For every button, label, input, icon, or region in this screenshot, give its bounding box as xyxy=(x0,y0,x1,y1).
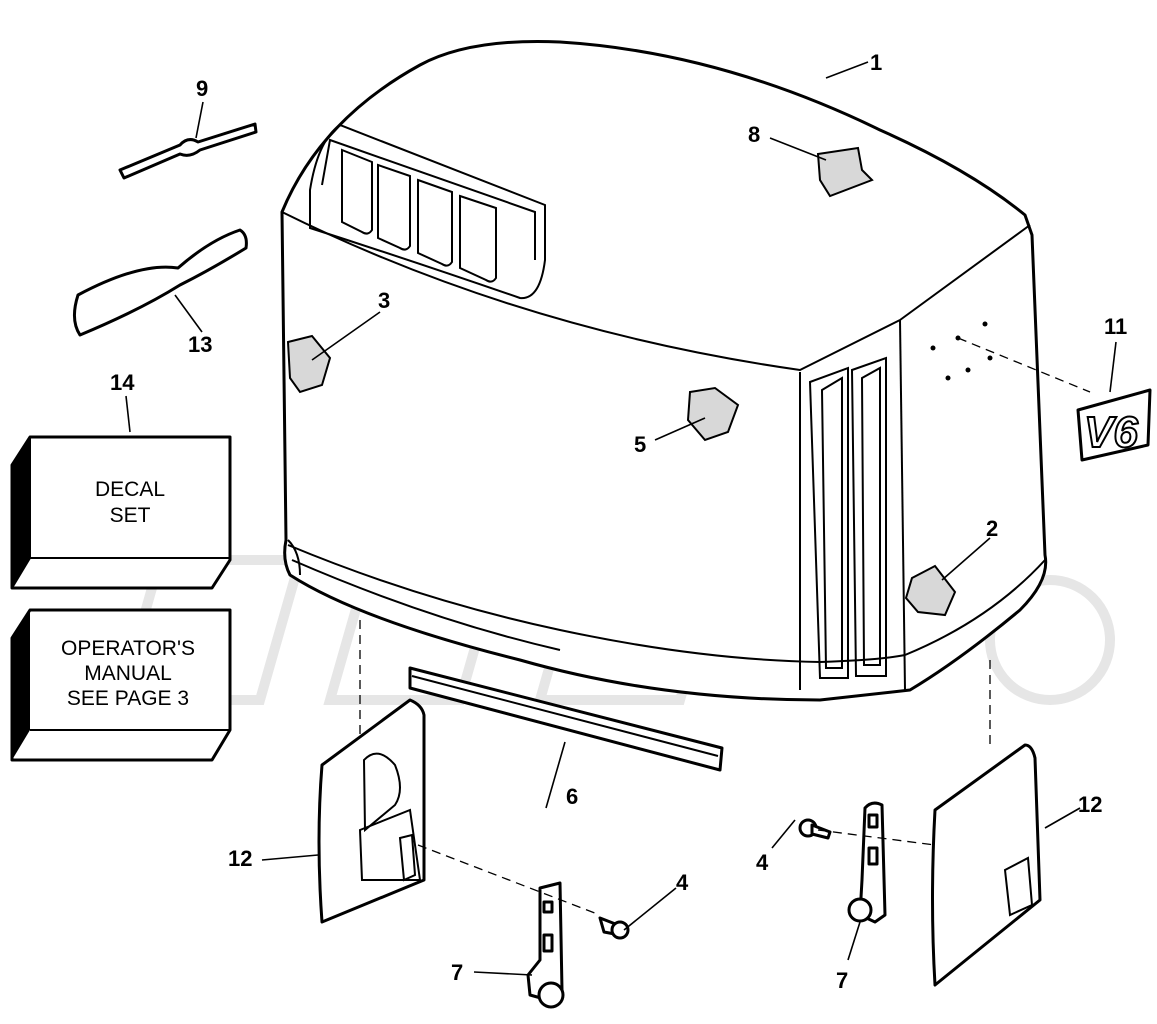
side-panel-12-right xyxy=(931,743,1042,987)
latch-7-left xyxy=(526,881,565,1009)
v6-emblem: V6 xyxy=(1076,388,1152,462)
leader-lines xyxy=(125,61,1117,976)
callout-11: 11 xyxy=(1104,314,1127,339)
callout-1: 1 xyxy=(870,50,882,75)
seal-strip-6 xyxy=(408,666,724,772)
svg-text:SEE PAGE 3: SEE PAGE 3 xyxy=(67,687,189,710)
screw-4-right xyxy=(798,818,832,840)
callout-2: 2 xyxy=(986,516,998,541)
assembly-lines xyxy=(359,337,1091,916)
svg-text:MANUAL: MANUAL xyxy=(84,662,172,685)
strip-9 xyxy=(118,122,258,180)
decal-2 xyxy=(904,564,957,617)
callout-9: 9 xyxy=(196,76,208,101)
callout-7-right: 7 xyxy=(836,968,848,993)
engine-cover xyxy=(280,40,1048,702)
callout-numbers: 1 2 3 4 4 5 6 7 7 8 9 11 12 12 13 14 xyxy=(110,50,1127,993)
callout-8: 8 xyxy=(748,122,760,147)
callout-6: 6 xyxy=(566,784,578,809)
callout-3: 3 xyxy=(378,288,390,313)
latch-7-right xyxy=(847,801,887,924)
top-vent-slots xyxy=(341,148,497,283)
svg-text:DECAL: DECAL xyxy=(95,478,165,501)
decal-8 xyxy=(816,146,874,198)
plate-13 xyxy=(73,228,248,337)
operators-manual-box: OPERATOR'S MANUAL SEE PAGE 3 xyxy=(10,608,232,762)
decal-3 xyxy=(286,334,332,394)
callout-12-left: 12 xyxy=(228,846,252,871)
callout-13: 13 xyxy=(188,332,212,357)
side-panel-12-left xyxy=(317,698,426,924)
callout-5: 5 xyxy=(634,432,646,457)
emblem-holes xyxy=(930,321,993,381)
decal-set-box: DECAL SET xyxy=(10,435,232,590)
screw-4-left xyxy=(598,916,630,940)
svg-text:OPERATOR'S: OPERATOR'S xyxy=(61,637,195,660)
callout-14: 14 xyxy=(110,370,135,395)
svg-text:SET: SET xyxy=(110,504,151,527)
svg-text:V6: V6 xyxy=(1084,408,1138,457)
callout-4-right: 4 xyxy=(756,850,769,875)
callout-4-left: 4 xyxy=(676,870,689,895)
side-vent-slots xyxy=(808,356,887,679)
decal-5 xyxy=(686,386,740,442)
callout-12-right: 12 xyxy=(1078,792,1102,817)
callout-7-left: 7 xyxy=(451,960,463,985)
